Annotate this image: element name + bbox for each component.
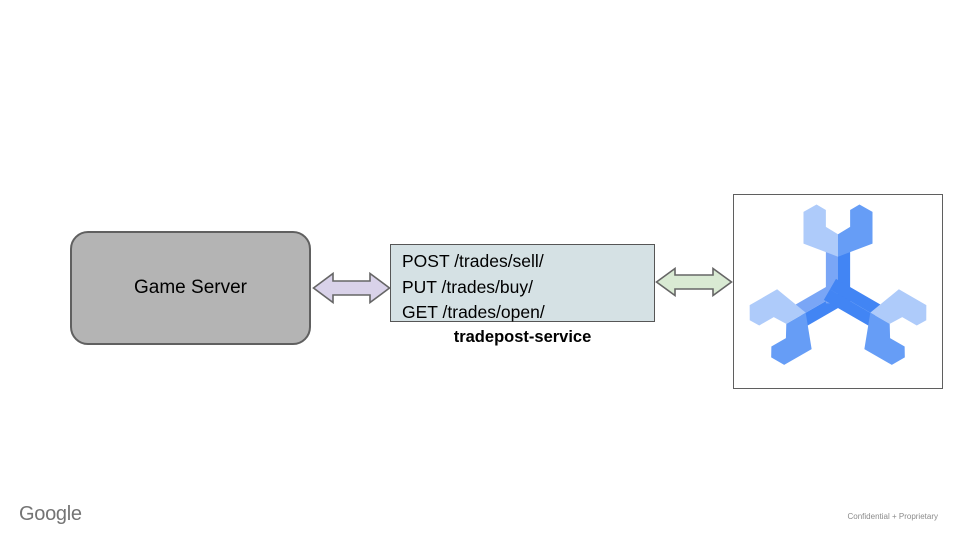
tradepost-service-label: tradepost-service bbox=[453, 328, 592, 346]
google-logo: Google bbox=[19, 503, 82, 525]
endpoint-line: GET /trades/open/ bbox=[402, 302, 545, 322]
game-server-node: Game Server bbox=[70, 231, 311, 345]
open-match-logo-frame bbox=[733, 194, 943, 389]
bidirectional-arrow-left-icon bbox=[312, 271, 391, 305]
game-server-label: Game Server bbox=[134, 277, 247, 298]
endpoint-line: PUT /trades/buy/ bbox=[402, 276, 533, 297]
tradepost-service-box: POST /trades/sell/ PUT /trades/buy/ GET … bbox=[390, 244, 655, 322]
confidential-note: Confidential + Proprietary bbox=[847, 512, 939, 521]
open-match-logo-icon bbox=[743, 204, 933, 369]
bidirectional-arrow-right-icon bbox=[655, 267, 733, 297]
endpoint-line: POST /trades/sell/ bbox=[402, 251, 544, 271]
